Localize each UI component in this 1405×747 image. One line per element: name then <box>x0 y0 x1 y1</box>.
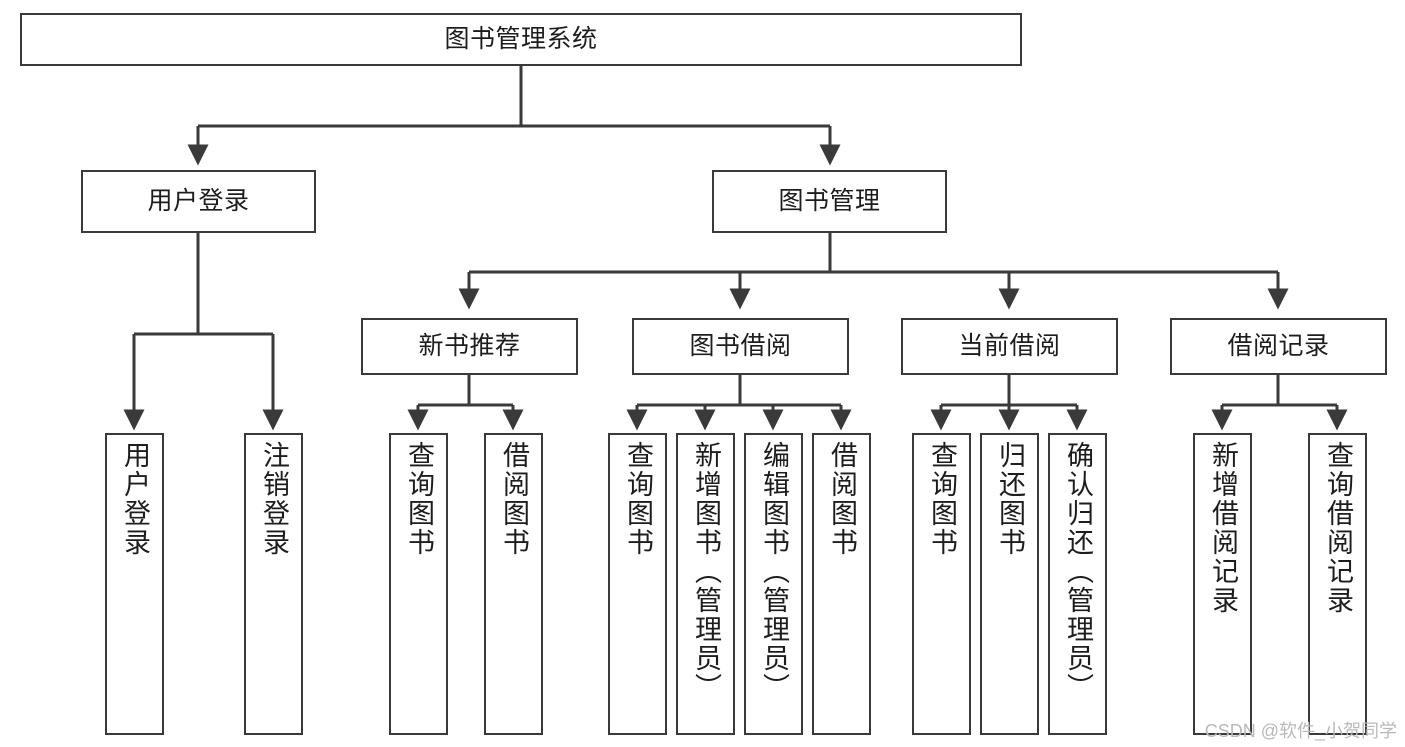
node-leaf-add-book[interactable]: 新增图书（管理员） <box>676 433 735 735</box>
node-leaf-return-book[interactable]: 归还图书 <box>980 433 1039 735</box>
node-leaf-user-logout[interactable]: 注销登录 <box>244 433 303 735</box>
node-leaf-borrow-book-1[interactable]: 借阅图书 <box>484 433 543 735</box>
node-leaf-add-book-label: 新增图书（管理员） <box>691 441 721 702</box>
node-leaf-query-book-2-label: 查询图书 <box>623 441 653 557</box>
node-root-label: 图书管理系统 <box>444 25 598 54</box>
node-book-borrow-label: 图书借阅 <box>689 332 792 361</box>
node-user-login[interactable]: 用户登录 <box>81 170 316 233</box>
node-borrow-record[interactable]: 借阅记录 <box>1170 318 1387 375</box>
node-leaf-add-record-label: 新增借阅记录 <box>1208 441 1238 615</box>
node-leaf-query-book-3[interactable]: 查询图书 <box>912 433 971 735</box>
node-book-borrow[interactable]: 图书借阅 <box>632 318 849 375</box>
node-leaf-borrow-book-1-label: 借阅图书 <box>499 441 529 557</box>
node-leaf-query-book-1-label: 查询图书 <box>404 441 434 557</box>
node-leaf-edit-book[interactable]: 编辑图书（管理员） <box>744 433 803 735</box>
node-user-login-label: 用户登录 <box>147 187 250 216</box>
node-leaf-confirm-return-label: 确认归还（管理员） <box>1063 441 1093 702</box>
csdn-watermark: CSDN @软件_小贺同学 <box>1204 721 1397 741</box>
node-book-manage[interactable]: 图书管理 <box>712 170 947 233</box>
node-leaf-confirm-return[interactable]: 确认归还（管理员） <box>1048 433 1107 735</box>
node-leaf-add-record[interactable]: 新增借阅记录 <box>1193 433 1252 735</box>
node-leaf-user-login[interactable]: 用户登录 <box>105 433 164 735</box>
node-book-manage-label: 图书管理 <box>778 187 881 216</box>
node-new-book-rec[interactable]: 新书推荐 <box>361 318 578 375</box>
node-borrow-record-label: 借阅记录 <box>1227 332 1330 361</box>
node-leaf-borrow-book-2[interactable]: 借阅图书 <box>812 433 871 735</box>
node-leaf-borrow-book-2-label: 借阅图书 <box>827 441 857 557</box>
node-leaf-query-record-label: 查询借阅记录 <box>1323 441 1353 615</box>
node-leaf-user-logout-label: 注销登录 <box>259 441 289 557</box>
node-leaf-user-login-label: 用户登录 <box>120 441 150 557</box>
node-leaf-return-book-label: 归还图书 <box>995 441 1025 557</box>
node-new-book-rec-label: 新书推荐 <box>418 332 521 361</box>
node-leaf-query-book-2[interactable]: 查询图书 <box>608 433 667 735</box>
node-leaf-query-book-1[interactable]: 查询图书 <box>389 433 448 735</box>
node-leaf-edit-book-label: 编辑图书（管理员） <box>759 441 789 702</box>
node-leaf-query-record[interactable]: 查询借阅记录 <box>1308 433 1367 735</box>
node-root[interactable]: 图书管理系统 <box>20 13 1022 66</box>
node-leaf-query-book-3-label: 查询图书 <box>927 441 957 557</box>
node-current-borrow[interactable]: 当前借阅 <box>901 318 1118 375</box>
node-current-borrow-label: 当前借阅 <box>958 332 1061 361</box>
